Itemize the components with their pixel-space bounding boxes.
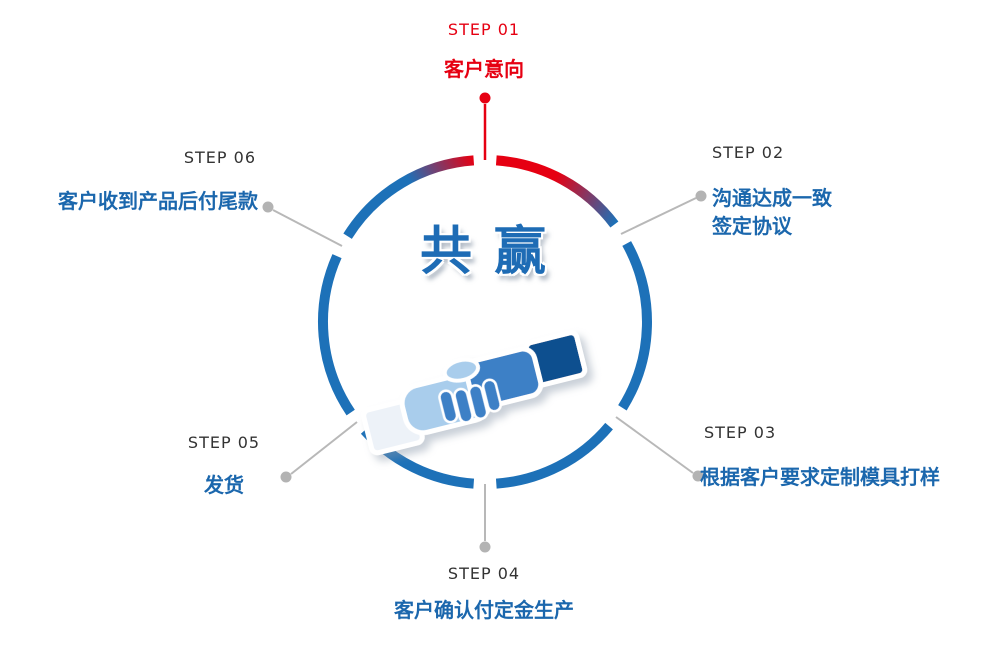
step-02-desc-line1: 沟通达成一致 (712, 186, 832, 210)
circle-arc-top-left (343, 155, 475, 239)
connector-lines (272, 104, 697, 541)
handshake-finger (453, 387, 474, 424)
circle-arc-left (318, 254, 355, 416)
connector-line-step-02 (620, 197, 697, 235)
step-02-dot (695, 190, 707, 202)
handshake-finger (438, 389, 459, 424)
handshake-thumb (442, 357, 481, 383)
step-02-label: STEP 02 (712, 143, 785, 162)
step-06-label: STEP 06 (183, 148, 256, 167)
segmented-circle (318, 155, 652, 489)
connector-line-step-06 (272, 209, 343, 247)
connector-line-step-03 (615, 416, 694, 474)
step-03-desc: 根据客户要求定制模具打样 (700, 465, 940, 489)
step-04-dot (479, 541, 491, 553)
step-01-desc: 客户意向 (444, 57, 524, 81)
handshake-finger (467, 384, 489, 421)
handshake-icon (361, 330, 588, 456)
step-02-desc-line2: 签定协议 (712, 214, 792, 238)
step-03-label: STEP 03 (704, 423, 777, 442)
connector-line-step-05 (290, 421, 358, 475)
step-04-label: STEP 04 (447, 564, 521, 583)
step-03-dot (692, 470, 704, 482)
step-01-dot (479, 92, 491, 104)
center-title: 共 赢 (419, 222, 549, 282)
circle-arc-right (618, 241, 652, 411)
step-06-desc: 客户收到产品后付尾款 (58, 189, 258, 213)
circle-arc-top-right (495, 155, 619, 228)
circle-arc-bottom-right (495, 422, 613, 489)
step-06-dot (262, 201, 274, 213)
step-05-dot (280, 471, 292, 483)
step-05-desc: 发货 (204, 473, 244, 497)
step-04-desc: 客户确认付定金生产 (394, 598, 574, 622)
handshake-finger (481, 378, 502, 413)
step-01-label: STEP 01 (447, 20, 521, 39)
step-05-label: STEP 05 (187, 433, 261, 452)
